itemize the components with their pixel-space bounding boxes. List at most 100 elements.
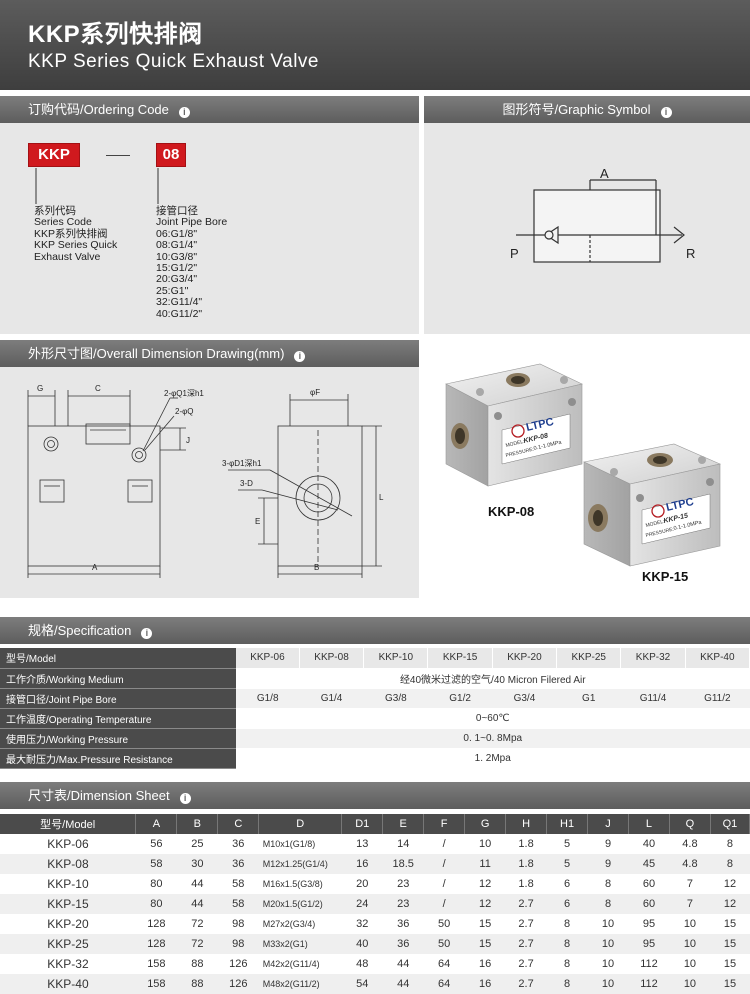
dimension-cell: M16x1.5(G3/8) xyxy=(258,874,342,894)
dimension-column-header: Q xyxy=(669,814,711,834)
dimension-column-header: H1 xyxy=(546,814,589,834)
dimension-cell: 23 xyxy=(382,874,424,894)
info-icon: i xyxy=(179,793,191,804)
dimension-cell: / xyxy=(423,854,465,874)
dimension-cell: 45 xyxy=(628,854,670,874)
dimension-model-cell: KKP-40 xyxy=(0,974,136,994)
ordering-code-title: 订购代码/Ordering Code xyxy=(28,102,169,117)
dimension-cell: M20x1.5(G1/2) xyxy=(258,894,342,914)
dimension-cell: 10 xyxy=(587,954,629,974)
dimension-cell: 44 xyxy=(176,874,218,894)
dimension-cell: / xyxy=(423,834,465,854)
spec-medium-row: 工作介质/Working Medium 经40微米过滤的空气/40 Micron… xyxy=(0,668,750,689)
dim-label-d: 3-D xyxy=(240,479,253,488)
dimension-cell: 6 xyxy=(546,894,588,914)
product-photo: LTPC MODEL: KKP-08 PRESSURE: 0.1-1.0MPa … xyxy=(445,363,721,584)
dimension-cell: 72 xyxy=(176,934,218,954)
dim-label-g: G xyxy=(37,384,43,393)
dimension-cell: 58 xyxy=(135,854,177,874)
dimension-cell: 12 xyxy=(464,894,506,914)
dimension-cell: 54 xyxy=(341,974,383,994)
caption-kkp-15: KKP-15 xyxy=(642,569,688,584)
plate-model-label-15: MODEL: xyxy=(645,519,665,529)
dimension-column-header: 型号/Model xyxy=(0,814,137,834)
series-code-box: KKP xyxy=(28,143,80,167)
dimension-cell: 15 xyxy=(464,934,506,954)
spec-max-pressure-row: 最大耐压力/Max.Pressure Resistance 1. 2Mpa xyxy=(0,748,750,769)
dimension-cell: 2.7 xyxy=(505,894,547,914)
dimension-cell: 44 xyxy=(382,974,424,994)
spec-max-pressure-value: 1. 2Mpa xyxy=(236,748,750,769)
dimension-cell: 10 xyxy=(464,834,506,854)
dimension-cell: 8 xyxy=(546,974,588,994)
dimension-cell: M33x2(G1) xyxy=(258,934,342,954)
dimension-cell: 8 xyxy=(587,894,629,914)
dimension-cell: 98 xyxy=(217,934,259,954)
dimension-cell: M10x1(G1/8) xyxy=(258,834,342,854)
spec-bore-label: 接管口径/Joint Pipe Bore xyxy=(0,688,236,709)
dimension-cell: 8 xyxy=(587,874,629,894)
dim-label-f: φF xyxy=(310,388,320,397)
dimension-cell: 8 xyxy=(546,914,588,934)
dimension-model-cell: KKP-06 xyxy=(0,834,136,854)
dimension-sheet-title: 尺寸表/Dimension Sheet xyxy=(28,788,170,803)
dimension-cell: 95 xyxy=(628,914,670,934)
dimension-cell: 9 xyxy=(587,834,629,854)
spec-pressure-value: 0. 1~0. 8Mpa xyxy=(236,728,750,749)
info-icon: i xyxy=(178,107,190,118)
dimension-cell: 15 xyxy=(710,934,750,954)
code-separator xyxy=(106,155,130,156)
spec-model: KKP-40 xyxy=(685,648,750,669)
pneumatic-symbol: A P R xyxy=(510,166,695,263)
dimension-cell: 9 xyxy=(587,854,629,874)
dimension-sheet-bar-wrap: 尺寸表/Dimension Sheet i xyxy=(0,782,750,809)
spec-model: KKP-15 xyxy=(427,648,493,669)
dimension-cell: 1.8 xyxy=(505,874,547,894)
spec-model: KKP-25 xyxy=(556,648,622,669)
spec-max-pressure-label: 最大耐压力/Max.Pressure Resistance xyxy=(0,748,236,769)
dimension-cell: 44 xyxy=(382,954,424,974)
dim-label-q: 2-φQ xyxy=(175,407,194,416)
dimension-column-header: Q1 xyxy=(710,814,750,834)
dimension-cell: 8 xyxy=(546,954,588,974)
dimension-cell: 112 xyxy=(628,954,670,974)
dimension-cell: 20 xyxy=(341,874,383,894)
spec-model: KKP-32 xyxy=(620,648,686,669)
dimension-cell: 1.8 xyxy=(505,854,547,874)
dim-label-b: B xyxy=(314,563,319,572)
ordering-code-bar: 订购代码/Ordering Code i xyxy=(0,96,419,123)
dimension-column-header: H xyxy=(505,814,548,834)
spec-bore-value: G11/4 xyxy=(620,688,686,709)
dimension-cell: 40 xyxy=(341,934,383,954)
dimension-cell: 80 xyxy=(135,894,177,914)
dimension-column-header: D1 xyxy=(341,814,384,834)
dimension-cell: 44 xyxy=(176,894,218,914)
dimension-sheet-bar: 尺寸表/Dimension Sheet i xyxy=(0,782,750,809)
dimension-cell: 16 xyxy=(341,854,383,874)
dimension-cell: 10 xyxy=(587,934,629,954)
dimension-cell: 72 xyxy=(176,914,218,934)
spec-bore-value: G3/8 xyxy=(363,688,428,709)
specification-table: 型号/Model KKP-06 KKP-08 KKP-10 KKP-15 KKP… xyxy=(0,648,750,769)
dimension-cell: 10 xyxy=(587,914,629,934)
dimension-cell: 2.7 xyxy=(505,934,547,954)
spec-bore-value: G1/8 xyxy=(236,688,300,709)
spec-bore-value: G1/4 xyxy=(299,688,364,709)
dimension-cell: M27x2(G3/4) xyxy=(258,914,342,934)
info-icon: i xyxy=(141,628,153,639)
dimension-cell: 128 xyxy=(135,934,177,954)
dimension-column-header: A xyxy=(135,814,178,834)
port-p-label: P xyxy=(510,246,519,261)
dimension-drawing-panel: 外形尺寸图/Overall Dimension Drawing(mm)i xyxy=(0,340,419,598)
dimension-cell: 50 xyxy=(423,914,465,934)
dim-label-d1: 3-φD1深h1 xyxy=(222,459,262,468)
spec-bore-value: G3/4 xyxy=(492,688,557,709)
dimension-cell: 56 xyxy=(135,834,177,854)
dimension-model-cell: KKP-08 xyxy=(0,854,136,874)
